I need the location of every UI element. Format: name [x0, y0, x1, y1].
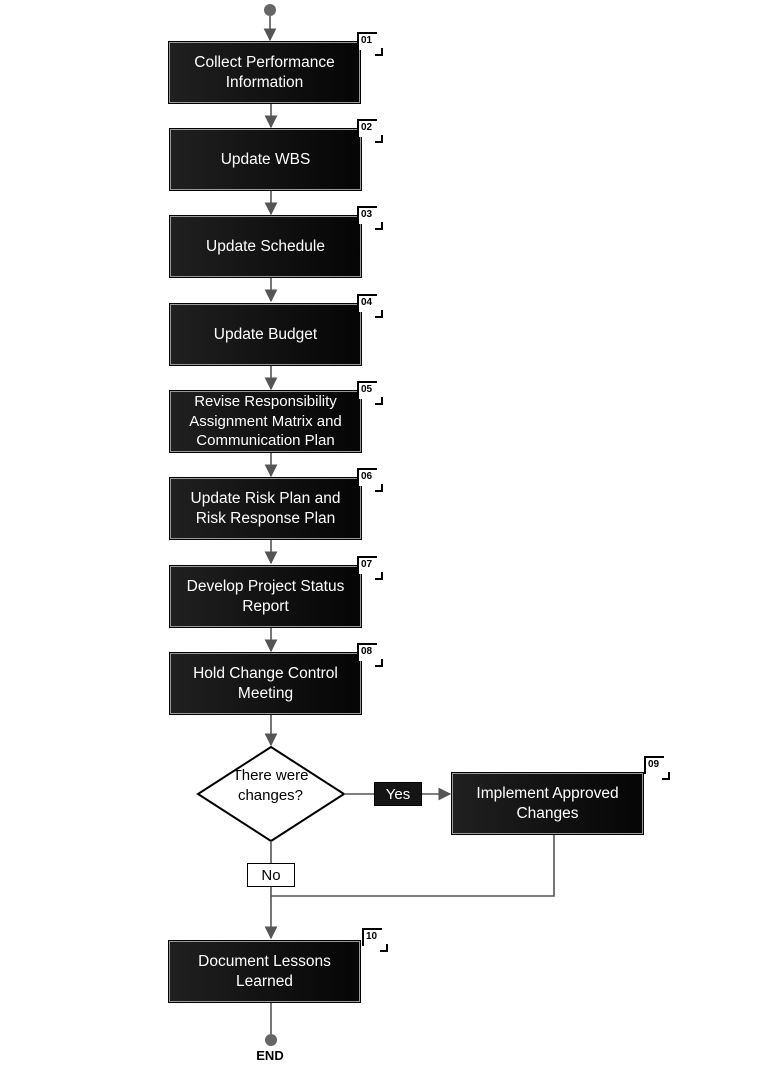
- step-update-budget: Update Budget: [169, 303, 362, 366]
- step-label: Revise Responsibility Assignment Matrix …: [189, 393, 342, 450]
- step-number-badge: 05: [357, 381, 383, 405]
- step-number-badge: 06: [357, 468, 383, 492]
- yes-branch-label: Yes: [374, 782, 422, 806]
- step-develop-project-status-report: Develop Project Status Report: [169, 565, 362, 628]
- step-collect-performance-information: Collect Performance Information: [168, 41, 361, 104]
- decision-label: There were changes?: [232, 767, 309, 804]
- step-update-schedule: Update Schedule: [169, 215, 362, 278]
- step-number-badge: 08: [357, 643, 383, 667]
- step-label: Collect Performance Information: [194, 53, 335, 91]
- step-number-badge: 04: [357, 294, 383, 318]
- step-document-lessons-learned: Document Lessons Learned: [168, 940, 361, 1003]
- step-update-risk-plan: Update Risk Plan and Risk Response Plan: [169, 477, 362, 540]
- step-number-badge: 09: [644, 756, 670, 780]
- step-revise-responsibility-assignment-matrix: Revise Responsibility Assignment Matrix …: [169, 390, 362, 453]
- step-implement-approved-changes: Implement Approved Changes: [451, 772, 644, 835]
- step-label: Update WBS: [220, 150, 311, 168]
- step-number-badge: 03: [357, 206, 383, 230]
- step-update-wbs: Update WBS: [169, 128, 362, 191]
- step-label: Develop Project Status Report: [186, 577, 345, 615]
- start-terminal: [264, 4, 276, 16]
- step-label: Update Budget: [213, 325, 318, 343]
- end-label: END: [256, 1048, 284, 1063]
- step-label: Update Schedule: [206, 237, 325, 255]
- step-number-badge: 07: [357, 556, 383, 580]
- step-number-badge: 02: [357, 119, 383, 143]
- step-number-badge: 10: [362, 928, 388, 952]
- step-label: Document Lessons Learned: [198, 952, 331, 990]
- step-hold-change-control-meeting: Hold Change Control Meeting: [169, 652, 362, 715]
- connector-09-merge: [271, 835, 555, 897]
- step-label: Implement Approved Changes: [476, 784, 619, 822]
- step-number-badge: 01: [357, 32, 383, 56]
- end-terminal: [265, 1034, 277, 1046]
- step-label: Update Risk Plan and Risk Response Plan: [190, 489, 341, 527]
- step-label: Hold Change Control Meeting: [193, 664, 338, 702]
- no-branch-label: No: [247, 863, 295, 887]
